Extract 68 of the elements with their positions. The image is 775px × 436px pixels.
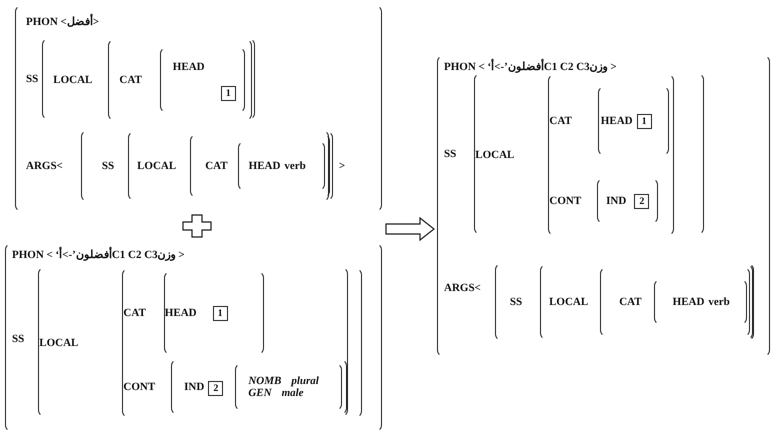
arrow (385, 216, 435, 242)
feature-matrix (597, 178, 658, 224)
attribute-label: HEAD (248, 160, 280, 172)
feature-matrix (235, 363, 342, 411)
attribute-label: CAT (119, 74, 142, 86)
attribute-label: LOCAL (53, 74, 92, 86)
feature-matrix (122, 268, 362, 418)
attribute-label: HEAD (672, 296, 704, 308)
tag-box (636, 114, 652, 128)
tag-number: 2 (213, 383, 218, 394)
attribute-label: ARGS< (26, 160, 63, 172)
value-text: verb (284, 160, 306, 172)
value-text: male (282, 387, 304, 399)
attribute-label: PHON <أفضل> (26, 15, 100, 28)
feature-matrix (128, 131, 333, 201)
feature-matrix (474, 73, 704, 235)
attribute-label: CAT (205, 160, 228, 172)
feature-matrix (437, 55, 770, 357)
value-text: plural (291, 375, 319, 387)
attribute-label: SS (102, 160, 114, 172)
feature-matrix (540, 264, 753, 340)
feature-matrix (164, 271, 264, 355)
feature-matrix (654, 279, 747, 325)
attribute-label: PHON < ‘أفضلون’->أC1 C2 C3وزن > (12, 248, 185, 261)
feature-matrix (108, 39, 252, 121)
tag-number: 1 (226, 88, 231, 100)
feature-matrix (238, 141, 325, 191)
angle-bracket: > (338, 160, 346, 172)
tag-number: 2 (639, 196, 644, 206)
feature-matrix (548, 74, 674, 236)
tag-box (208, 381, 224, 396)
feature-matrix (15, 5, 382, 212)
attribute-label: CONT (123, 381, 156, 393)
attribute-label: PHON < ‘أفضلون’->أC1 C2 C3وزن > (444, 60, 617, 73)
feature-matrix (160, 47, 245, 113)
attribute-label: CAT (619, 296, 642, 308)
value-text: verb (708, 296, 730, 308)
attribute-label: HEAD (600, 115, 633, 127)
attribute-label: CAT (549, 115, 572, 127)
attribute-label: HEAD (172, 60, 205, 73)
attribute-label: LOCAL (39, 337, 78, 349)
attribute-label: CONT (549, 195, 582, 207)
feature-matrix (5, 243, 382, 432)
tag-box (634, 194, 650, 208)
feature-matrix (598, 86, 669, 156)
attribute-label: SS (26, 73, 38, 85)
feature-matrix (190, 134, 330, 198)
attribute-label: HEAD (164, 307, 197, 319)
attribute-label: SS (12, 333, 24, 345)
attribute-label: GEN (248, 387, 272, 399)
feature-matrix (42, 38, 255, 120)
feature-matrix (600, 267, 750, 337)
attribute-label: SS (444, 148, 456, 160)
attribute-label: LOCAL (475, 149, 514, 161)
tag-number: 1 (642, 116, 647, 126)
tag-box (212, 306, 228, 320)
feature-matrix (494, 263, 754, 341)
attribute-label: SS (510, 296, 522, 308)
attribute-label: NOMB (248, 375, 282, 387)
tag-number: 1 (218, 308, 223, 318)
feature-matrix (171, 359, 347, 415)
attribute-label: IND (184, 381, 204, 393)
attribute-label: LOCAL (549, 296, 588, 308)
tag-box (220, 86, 236, 102)
attribute-label: LOCAL (137, 160, 176, 172)
attribute-label: ARGS< (444, 282, 481, 294)
attribute-label: CAT (123, 307, 146, 319)
attribute-label: IND (606, 195, 626, 207)
